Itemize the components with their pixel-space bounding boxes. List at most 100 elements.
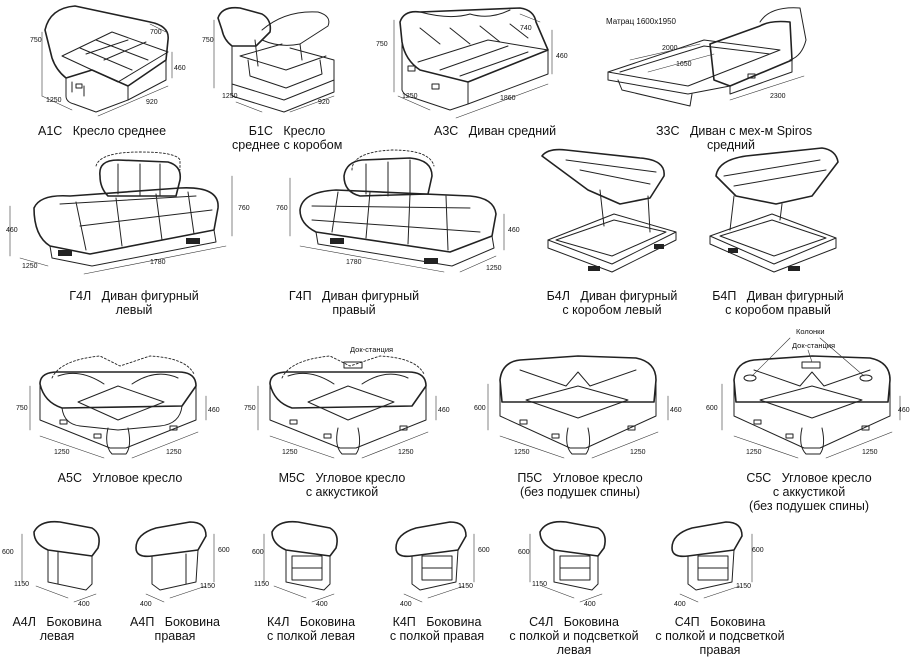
dim-c5c-right: 1250 <box>862 449 878 456</box>
dim-g4p-height: 760 <box>276 205 288 212</box>
caption-a4p: А4П Боковина правая <box>130 615 220 643</box>
name-c4p: Боковина <box>710 615 766 629</box>
drawing-m5c <box>257 355 437 459</box>
name2-b1c: среднее с коробом <box>232 138 343 152</box>
dim-m5c-seat: 460 <box>438 407 450 414</box>
name3-c5c: (без подушек спины) <box>748 499 870 513</box>
dim-a4p-width: 400 <box>140 601 152 608</box>
dock-station-note: Док-станция <box>350 345 394 354</box>
dim-a1c-length: 1250 <box>46 97 62 104</box>
name2-p5c: (без подушек спины) <box>519 485 641 499</box>
caption-c5c: С5С Угловое кресло с аккустикой (без под… <box>734 471 884 513</box>
dim-g4p-seat: 460 <box>508 227 520 234</box>
dim-a5c-seat: 460 <box>208 407 220 414</box>
code-m5c: М5С <box>278 471 306 485</box>
dim-b1c-height: 750 <box>202 37 214 44</box>
dim-a4l-height: 600 <box>2 549 14 556</box>
dim-k4p-height: 600 <box>478 547 490 554</box>
dim-k4l-length: 1150 <box>254 581 269 588</box>
dim-c5c-left: 1250 <box>746 449 762 456</box>
dim-c4p-length: 1150 <box>736 583 751 590</box>
drawing-a5c <box>29 355 207 459</box>
name2-z3c: средний <box>706 138 756 152</box>
drawing-k4p <box>395 521 475 603</box>
dim-c4l-width: 400 <box>584 601 596 608</box>
code-a1c: А1С <box>38 124 63 138</box>
dim-g4l-seat: 460 <box>6 227 18 234</box>
dim-g4p-depth: 1250 <box>486 265 502 272</box>
code-a3c: А3С <box>434 124 459 138</box>
dim-p5c-left: 1250 <box>514 449 530 456</box>
name-m5c: Угловое кресло <box>315 471 406 485</box>
caption-a5c: А5С Угловое кресло <box>50 471 190 485</box>
code-b1c: Б1С <box>248 124 273 138</box>
dim-b1c-length: 1250 <box>222 93 238 100</box>
drawing-a4l <box>21 520 100 603</box>
name-b1c: Кресло <box>283 124 326 138</box>
dim-a1c-seat: 460 <box>174 65 186 72</box>
caption-a4l: А4Л Боковина левая <box>12 615 102 643</box>
dim-p5c-right: 1250 <box>630 449 646 456</box>
drawing-g4p <box>289 149 505 273</box>
dim-a4l-width: 400 <box>78 601 90 608</box>
drawing-g4l <box>9 151 233 275</box>
code-a5c: А5С <box>57 471 82 485</box>
drawing-b1c <box>213 6 335 113</box>
dim-k4p-width: 400 <box>400 601 412 608</box>
dim-c4l-height: 600 <box>518 549 530 556</box>
drawing-a1c <box>41 5 173 117</box>
drawing-c4p <box>671 521 753 603</box>
caption-c4p: С4П Боковина с полкой и подсветкой права… <box>652 615 788 657</box>
drawing-k4l <box>263 520 338 603</box>
dim-a3c-length: 1250 <box>402 93 418 100</box>
drawing-b4l <box>541 148 677 273</box>
dim-m5c-left: 1250 <box>282 449 298 456</box>
name2-g4l: левый <box>115 303 153 317</box>
caption-z3c: З3С Диван с мех-м Spiros средний <box>656 124 812 152</box>
speakers-note: Колонки <box>796 327 825 336</box>
caption-g4l: Г4Л Диван фигурный левый <box>64 289 204 317</box>
code-p5c: П5С <box>517 471 543 485</box>
dim-a3c-depth: 740 <box>520 25 532 32</box>
dim-p5c-seat: 460 <box>670 407 682 414</box>
drawing-b4p <box>709 147 839 273</box>
name2-c5c: с аккустикой <box>772 485 846 499</box>
drawing-c4l <box>529 520 606 603</box>
dim-a4p-length: 1150 <box>200 583 215 590</box>
caption-m5c: М5С Угловое кресло с аккустикой <box>272 471 412 499</box>
code-a4l: А4Л <box>12 615 36 629</box>
caption-a3c: А3С Диван средний <box>434 124 556 138</box>
dim-a4l-length: 1150 <box>14 581 29 588</box>
dim-b1c-width: 920 <box>318 99 330 106</box>
drawing-a3c <box>393 7 553 119</box>
caption-b1c: Б1С Кресло среднее с коробом <box>232 124 342 152</box>
dim-a4p-height: 600 <box>218 547 230 554</box>
caption-b4p: Б4П Диван фигурный с коробом правый <box>708 289 848 317</box>
name-g4l: Диван фигурный <box>101 289 199 303</box>
dim-a1c-height: 750 <box>30 37 42 44</box>
dimension-labels: 750 700 460 1250 920 750 1250 920 750 74… <box>2 25 910 608</box>
dim-z3c-bed-length: 2000 <box>662 45 678 52</box>
dock-station-note-2: Док-станция <box>792 341 836 350</box>
dim-c4l-length: 1150 <box>532 581 547 588</box>
name-g4p: Диван фигурный <box>322 289 420 303</box>
caption-c4l: С4Л Боковина с полкой и подсветкой левая <box>506 615 642 657</box>
dim-a3c-seat: 460 <box>556 53 568 60</box>
code-z3c: З3С <box>656 124 680 138</box>
name2-c4l: с полкой и подсветкой <box>509 629 639 643</box>
dim-a3c-height: 750 <box>376 41 388 48</box>
caption-p5c: П5С Угловое кресло (без подушек спины) <box>510 471 650 499</box>
dim-c4p-width: 400 <box>674 601 686 608</box>
dim-z3c-bed-width: 1650 <box>676 61 692 68</box>
code-g4p: Г4П <box>288 289 312 303</box>
name3-c4p: правая <box>699 643 741 657</box>
code-b4l: Б4Л <box>546 289 570 303</box>
dim-a5c-right: 1250 <box>166 449 182 456</box>
code-c4l: С4Л <box>529 615 554 629</box>
code-g4l: Г4Л <box>69 289 92 303</box>
name-b4l: Диван фигурный <box>580 289 678 303</box>
code-a4p: А4П <box>130 615 155 629</box>
dim-a5c-left: 1250 <box>54 449 70 456</box>
name-k4p: Боковина <box>426 615 482 629</box>
